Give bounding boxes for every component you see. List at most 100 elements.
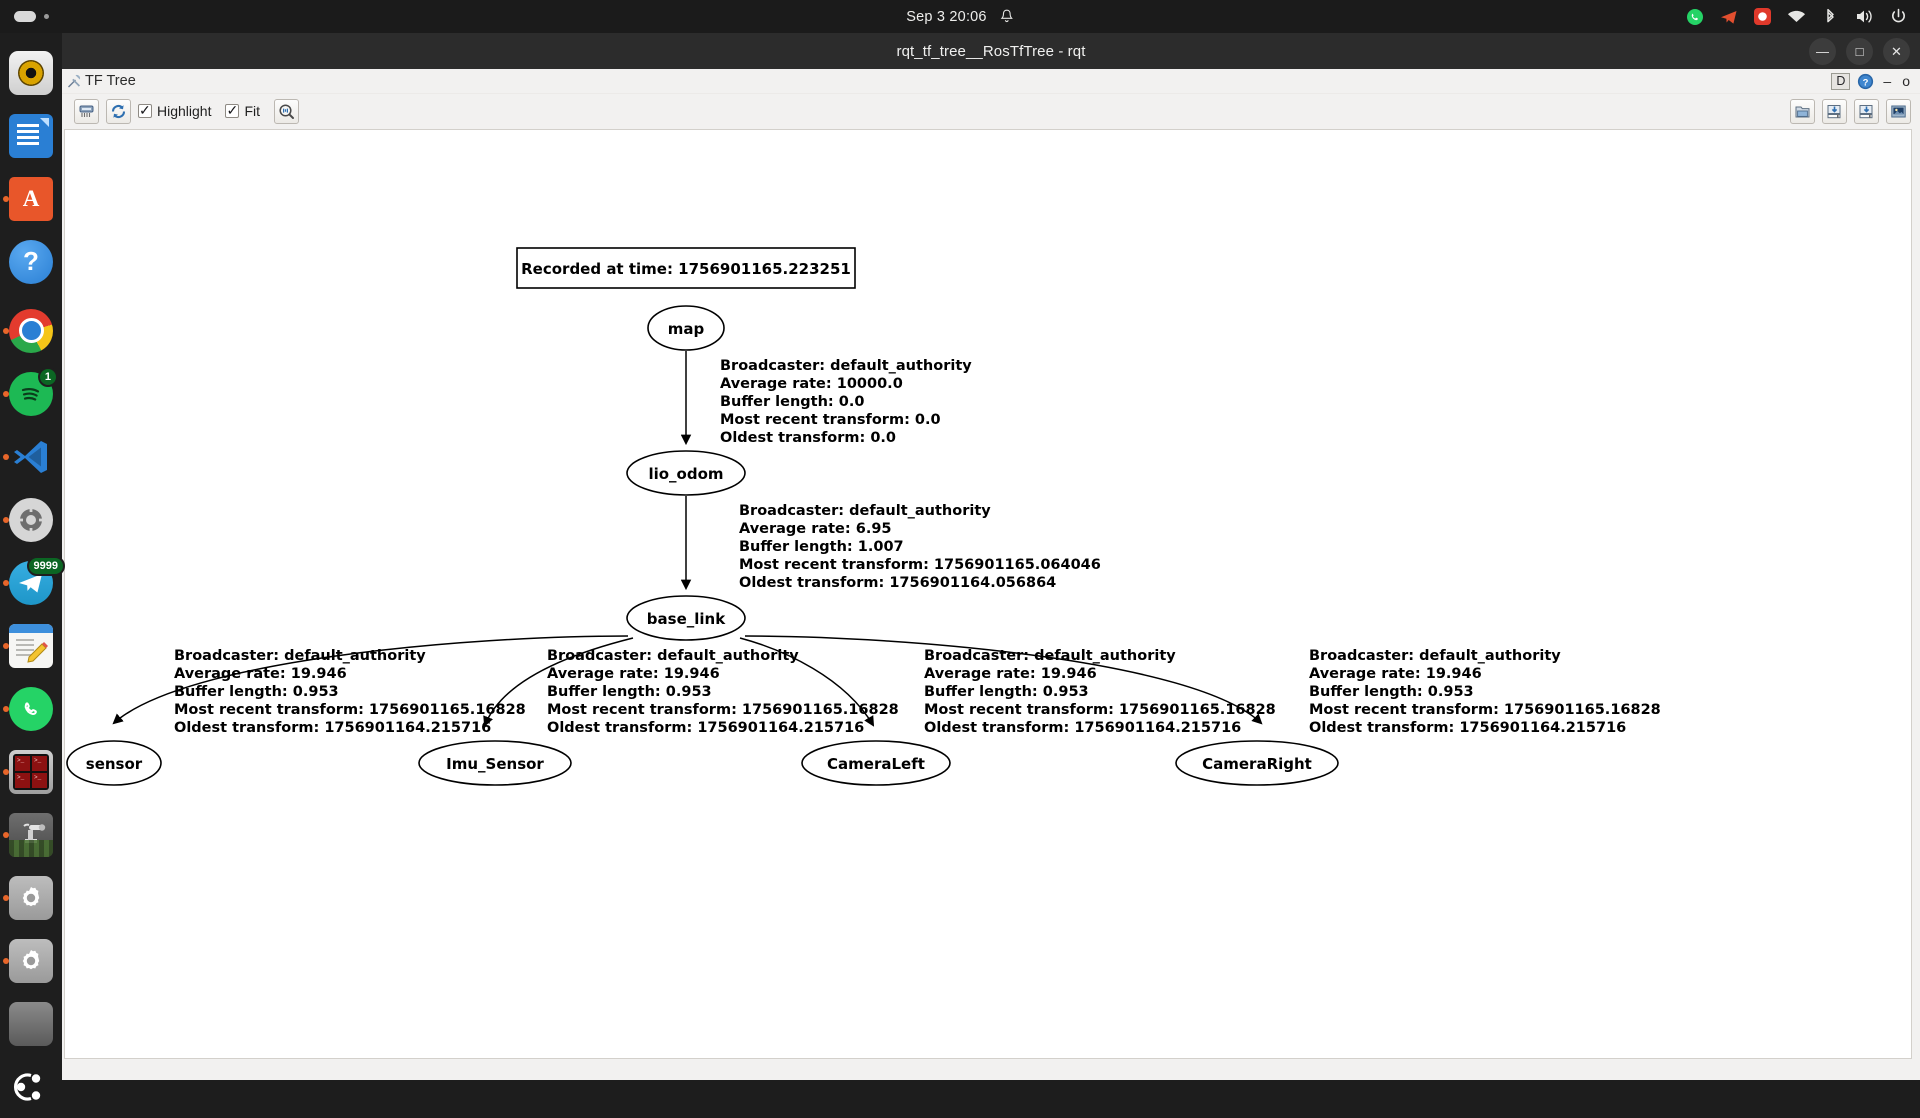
dock-item-settings[interactable] (0, 488, 62, 551)
dock-item-spotify[interactable]: 1 (0, 362, 62, 425)
edge-most-recent: Most recent transform: 1756901165.16828 (924, 702, 1276, 718)
window-controls: — □ ✕ (1809, 37, 1910, 65)
dock-item-ubuntu-software[interactable]: A (0, 167, 62, 230)
activities-dot-icon (44, 14, 49, 19)
dock-item-help[interactable]: ? (0, 230, 62, 293)
dock-item-google-chrome[interactable] (0, 299, 62, 362)
fit-checkbox-group[interactable]: Fit (225, 102, 260, 119)
dock-item-telegram[interactable]: 9999 (0, 551, 65, 614)
dock-item-vscode[interactable] (0, 425, 62, 488)
node-label-imu-sensor: Imu_Sensor (446, 755, 544, 773)
edge-label-base-link-cameraleft: Broadcaster: default_authority Average r… (924, 648, 1276, 736)
gazebo-robot-icon (9, 812, 53, 857)
svg-text:?: ? (1863, 77, 1869, 88)
node-cameraright[interactable]: CameraRight (1175, 740, 1339, 786)
telegram-badge: 9999 (26, 555, 65, 576)
dock-item-terminator[interactable] (0, 740, 62, 803)
tf-tree-graph-canvas[interactable]: Recorded at time: 1756901165.223251 (64, 129, 1912, 1059)
clock-label: Sep 3 20:06 (906, 8, 987, 25)
node-map[interactable]: map (647, 305, 725, 351)
edge-broadcaster: Broadcaster: default_authority (739, 503, 991, 519)
dock-item-gazebo[interactable] (0, 803, 62, 866)
node-cameraleft[interactable]: CameraLeft (801, 740, 951, 786)
dock-item-tools-1[interactable] (0, 866, 62, 929)
edge-base-link-to-sensor (112, 635, 629, 725)
save-image-button[interactable] (1886, 98, 1911, 124)
highlight-label: Highlight (157, 103, 212, 119)
screen-recorder-tray-icon[interactable] (1753, 7, 1772, 26)
plugin-float-button[interactable]: o (1902, 73, 1910, 89)
telegram-icon: 9999 (9, 555, 65, 605)
running-indicator-dot (3, 831, 9, 838)
power-icon[interactable] (1889, 7, 1908, 26)
audio-player-icon (9, 50, 53, 95)
dock-item-text-editor[interactable] (0, 614, 62, 677)
node-imu-sensor[interactable]: Imu_Sensor (418, 740, 572, 786)
edge-base-link-to-imu-sensor (483, 637, 634, 727)
panel-clock-area[interactable]: Sep 3 20:06 (906, 8, 1014, 25)
dock-item-libreoffice-writer[interactable] (0, 104, 62, 167)
dock-item-audio-player[interactable] (0, 41, 62, 104)
plugin-minimize-button[interactable]: – (1883, 73, 1892, 89)
plugin-header-controls: D ? – o (1831, 72, 1912, 90)
node-label-cameraright: CameraRight (1202, 755, 1312, 773)
node-label-lio-odom: lio_odom (648, 465, 723, 483)
edge-buffer-length: Buffer length: 0.953 (547, 684, 712, 700)
fit-checkbox[interactable] (225, 102, 240, 118)
edge-most-recent: Most recent transform: 1756901165.16828 (174, 702, 526, 718)
highlight-checkbox[interactable] (138, 102, 152, 118)
edge-oldest: Oldest transform: 1756901164.215716 (547, 720, 864, 736)
tf-tree-svg: Recorded at time: 1756901165.223251 (66, 247, 1661, 786)
window-titlebar[interactable]: rqt_tf_tree__RosTfTree - rqt — □ ✕ (62, 33, 1920, 69)
edge-most-recent: Most recent transform: 1756901165.064046 (739, 557, 1101, 573)
plugin-dock-button[interactable]: D (1831, 72, 1851, 90)
window-maximize-button[interactable]: □ (1846, 37, 1873, 65)
edge-average-rate: Average rate: 19.946 (924, 666, 1097, 682)
dock-item-show-applications[interactable] (0, 1055, 62, 1118)
dock-item-whatsapp[interactable] (0, 677, 62, 740)
edge-base-link-to-cameraleft (739, 637, 875, 727)
edge-broadcaster: Broadcaster: default_authority (720, 358, 972, 374)
edge-average-rate: Average rate: 6.95 (739, 521, 892, 537)
edge-label-map-lio-odom: Broadcaster: default_authority Average r… (720, 358, 972, 446)
node-lio-odom[interactable]: lio_odom (626, 450, 746, 496)
dock-item-trash[interactable] (0, 992, 62, 1055)
window-minimize-button[interactable]: — (1809, 37, 1836, 65)
fit-in-view-button[interactable] (274, 98, 300, 124)
text-editor-icon (9, 623, 53, 668)
wifi-icon[interactable] (1787, 7, 1806, 26)
refresh-tree-button[interactable] (74, 98, 99, 124)
notifications-bell-icon[interactable] (1001, 9, 1014, 24)
running-indicator-dot (3, 642, 9, 649)
node-label-base-link: base_link (647, 610, 726, 628)
show-applications-icon (9, 1065, 53, 1109)
reload-graph-button[interactable] (106, 98, 131, 124)
system-tray (1685, 7, 1908, 26)
recorded-time-label: Recorded at time: 1756901165.223251 (521, 260, 851, 278)
volume-icon[interactable] (1855, 7, 1874, 26)
save-dot-button[interactable] (1822, 98, 1847, 124)
edge-broadcaster: Broadcaster: default_authority (924, 648, 1176, 664)
node-label-cameraleft: CameraLeft (827, 755, 925, 773)
bluetooth-icon[interactable] (1821, 7, 1840, 26)
highlight-checkbox-group[interactable]: Highlight (138, 102, 212, 119)
node-sensor[interactable]: sensor (66, 740, 162, 786)
running-indicator-dot (3, 768, 9, 775)
whatsapp-icon (9, 686, 53, 731)
terminator-icon (9, 749, 53, 794)
activities-button[interactable] (14, 11, 49, 22)
load-dot-button[interactable] (1790, 98, 1815, 124)
edge-broadcaster: Broadcaster: default_authority (174, 648, 426, 664)
running-indicator-dot (3, 579, 9, 586)
whatsapp-tray-icon[interactable] (1685, 7, 1704, 26)
plugin-help-icon[interactable]: ? (1857, 73, 1874, 90)
dock-item-tools-2[interactable] (0, 929, 62, 992)
save-svg-button[interactable] (1854, 98, 1879, 124)
telegram-tray-icon[interactable] (1719, 7, 1738, 26)
plugin-header: TF Tree D ? – o (62, 69, 1920, 94)
node-base-link[interactable]: base_link (626, 595, 746, 641)
window-close-button[interactable]: ✕ (1883, 37, 1910, 65)
running-indicator-dot (3, 453, 9, 460)
running-indicator-dot (3, 327, 9, 334)
edge-most-recent: Most recent transform: 1756901165.16828 (1309, 702, 1661, 718)
